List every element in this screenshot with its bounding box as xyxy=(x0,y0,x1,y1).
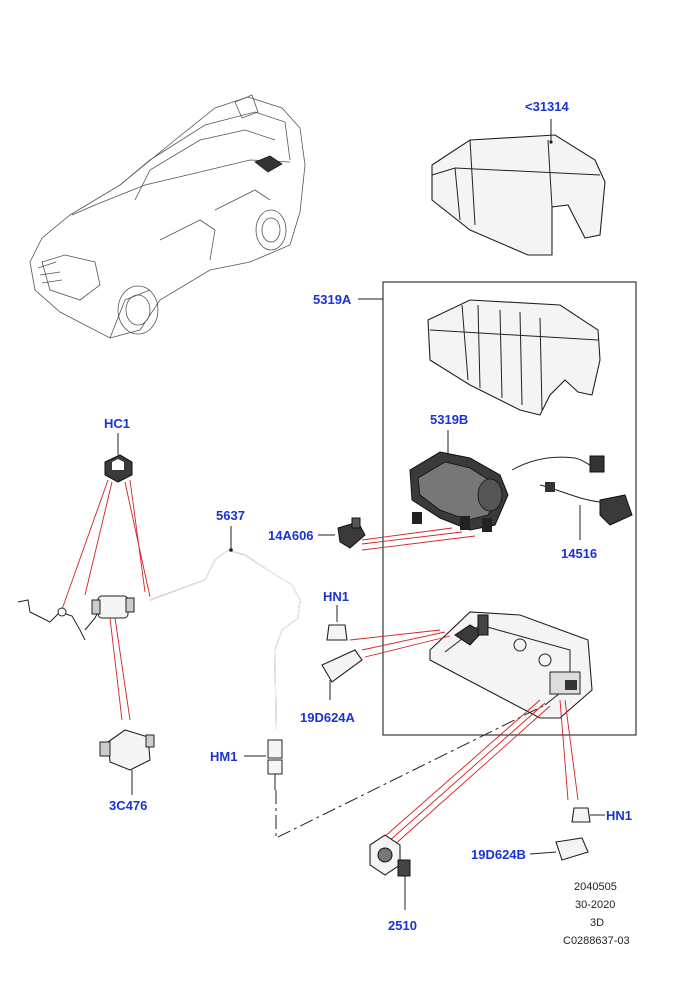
leaders-14A606 xyxy=(361,527,476,551)
footer-line1: 2040505 xyxy=(574,881,617,893)
callout-3C476[interactable]: 3C476 xyxy=(109,798,147,813)
pipe-5637[interactable] xyxy=(149,526,301,731)
callout-19D624B[interactable]: 19D624B xyxy=(471,847,526,862)
callout-31314[interactable]: <31314 xyxy=(525,99,570,114)
callout-HN1-bottom[interactable]: HN1 xyxy=(606,808,632,823)
nut-HN1-top[interactable] xyxy=(326,605,348,641)
valve-2510[interactable] xyxy=(369,834,411,910)
footer-line4: C0288637-03 xyxy=(563,935,630,947)
callout-HM1[interactable]: HM1 xyxy=(210,749,237,764)
compressor-5319B[interactable] xyxy=(409,430,509,532)
callout-14A606[interactable]: 14A606 xyxy=(268,528,314,543)
leaders-HC1 xyxy=(59,479,151,616)
cover-inner xyxy=(427,299,601,416)
callout-14516[interactable]: 14516 xyxy=(561,546,597,561)
bracket-19D624B[interactable] xyxy=(529,837,589,861)
bracket-19D624A[interactable] xyxy=(321,649,363,700)
leaders-2510 xyxy=(382,699,579,847)
callout-2510[interactable]: 2510 xyxy=(388,918,417,933)
nut-HN1-bottom[interactable] xyxy=(571,807,605,823)
callout-5319A[interactable]: 5319A xyxy=(313,292,352,307)
filter-3C476[interactable] xyxy=(99,729,155,795)
callout-HN1-top[interactable]: HN1 xyxy=(323,589,349,604)
harness-14516[interactable] xyxy=(511,455,633,540)
mounting-tray[interactable] xyxy=(429,611,593,719)
callout-HC1[interactable]: HC1 xyxy=(104,416,130,431)
callout-19D624A[interactable]: 19D624A xyxy=(300,710,356,725)
filter-inline[interactable] xyxy=(91,595,135,619)
sensor-14A606[interactable] xyxy=(318,517,366,549)
cover-31314[interactable] xyxy=(431,119,606,256)
vehicle-illustration xyxy=(29,94,306,339)
leaders-3C476 xyxy=(109,617,131,721)
clip-HC1[interactable] xyxy=(104,433,133,483)
footer-line3: 3D xyxy=(590,917,604,929)
callout-5637[interactable]: 5637 xyxy=(216,508,245,523)
callout-5319B[interactable]: 5319B xyxy=(430,412,468,427)
intake-hose[interactable] xyxy=(17,599,101,641)
footer-line2: 30-2020 xyxy=(575,899,615,911)
leaders-HN1-top xyxy=(349,629,451,658)
connector-HM1[interactable] xyxy=(244,739,283,790)
